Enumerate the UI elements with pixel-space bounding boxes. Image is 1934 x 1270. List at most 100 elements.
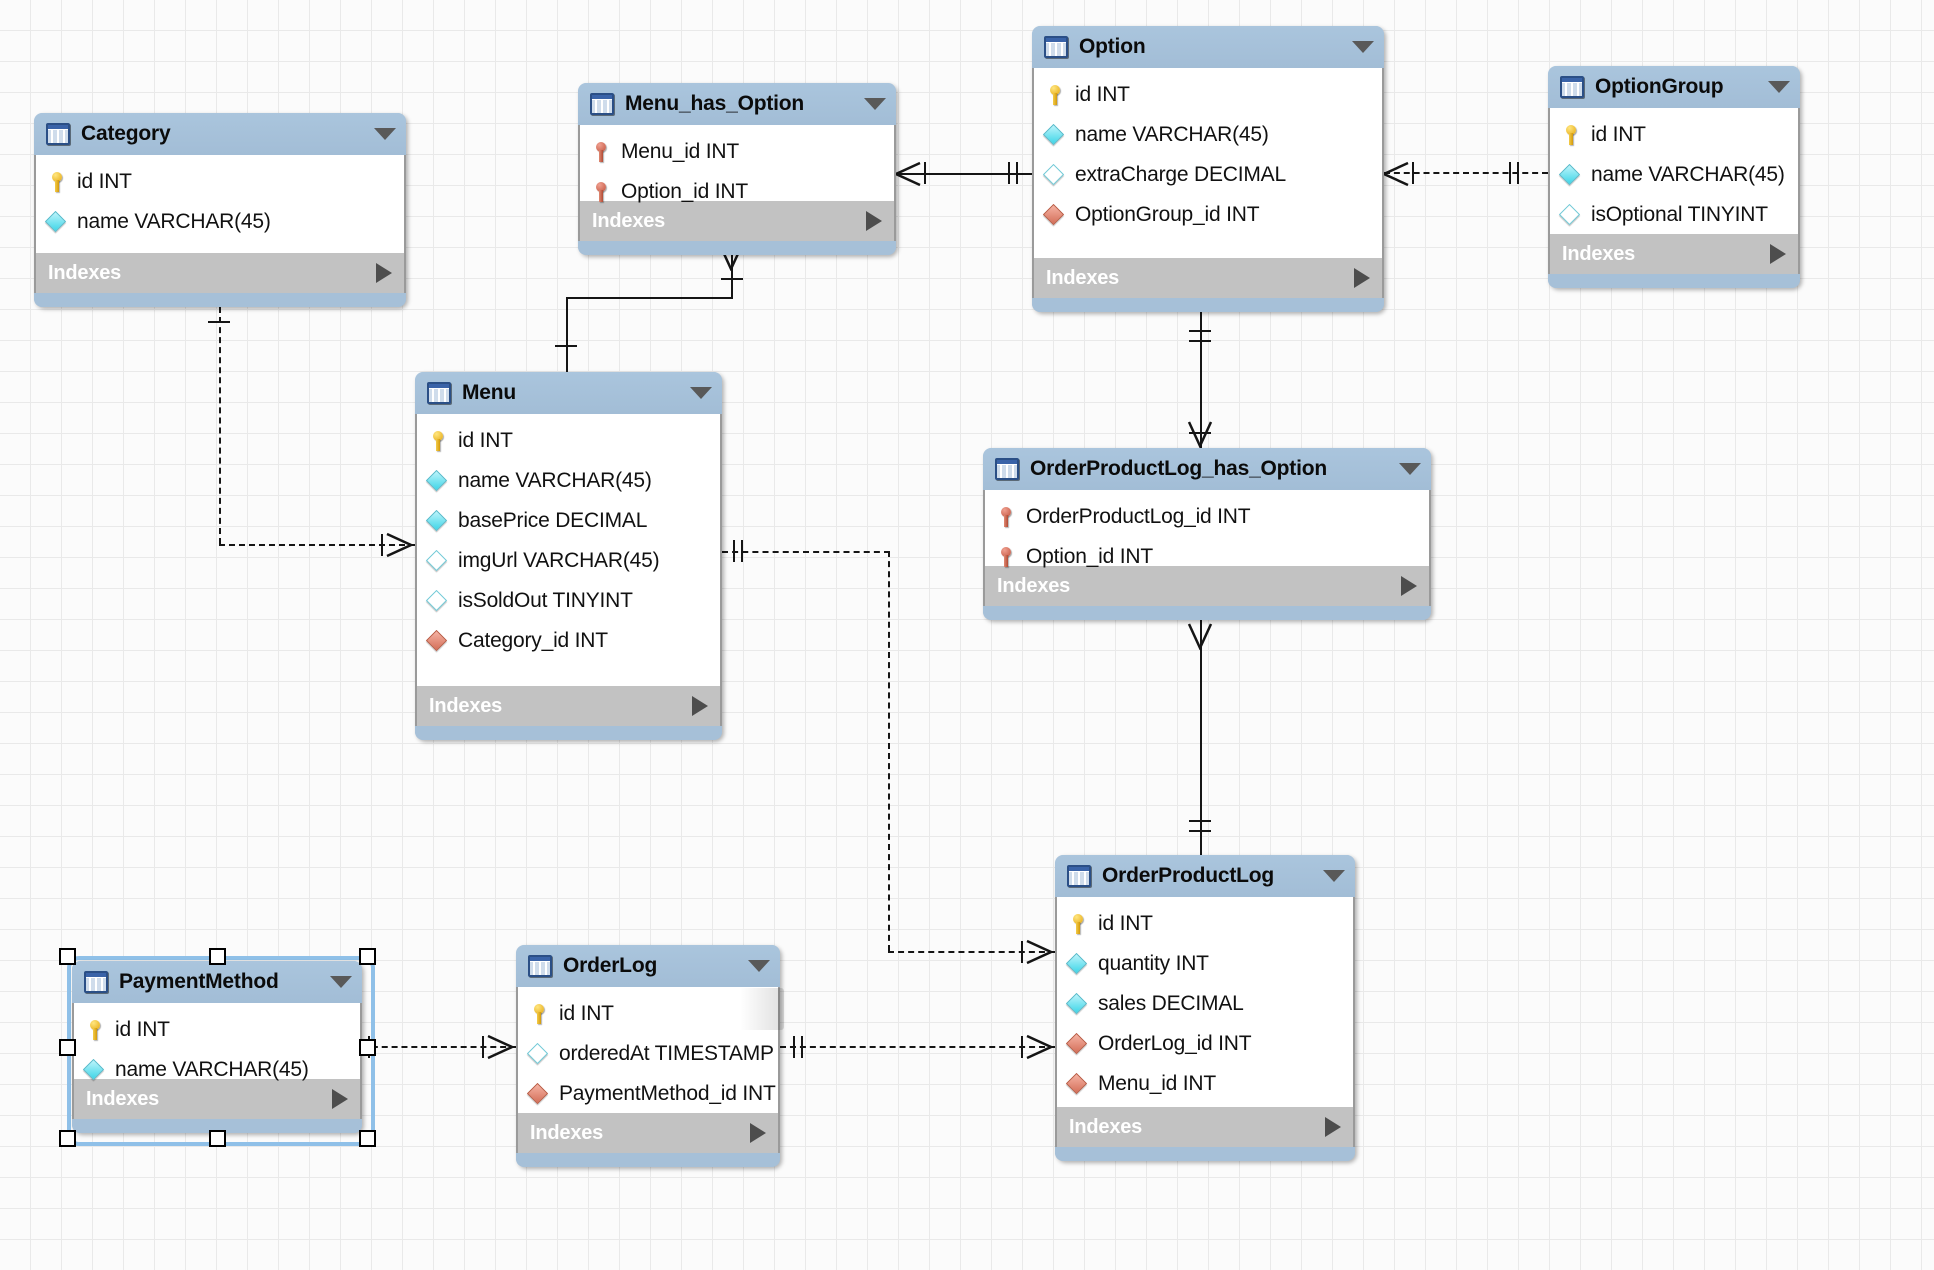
expand-triangle-icon[interactable] [332,1089,348,1109]
table-column-row[interactable]: name VARCHAR(45) [36,202,404,242]
relationship-line[interactable] [566,297,568,374]
table-column-row[interactable]: id INT [1550,115,1798,155]
indexes-section[interactable]: Indexes [72,1079,362,1119]
table-column-row[interactable]: OrderProductLog_id INT [985,497,1429,537]
indexes-section[interactable]: Indexes [34,253,406,293]
indexes-section[interactable]: Indexes [415,686,722,726]
table-column-row[interactable]: imgUrl VARCHAR(45) [417,541,720,581]
chevron-down-icon[interactable] [1323,870,1345,882]
indexes-section[interactable]: Indexes [516,1113,780,1153]
expand-triangle-icon[interactable] [376,263,392,283]
relationship-line[interactable] [1384,172,1548,174]
chevron-down-icon[interactable] [690,387,712,399]
expand-triangle-icon[interactable] [1354,268,1370,288]
resize-handle-n[interactable] [209,948,226,965]
expand-triangle-icon[interactable] [1401,576,1417,596]
chevron-down-icon[interactable] [1352,41,1374,53]
relationship-line[interactable] [731,255,733,299]
relationship-line[interactable] [1200,620,1202,855]
relationship-line[interactable] [362,1046,516,1048]
relationship-line[interactable] [896,173,1032,175]
indexes-section[interactable]: Indexes [1032,258,1384,298]
table-column-row[interactable]: id INT [1034,75,1382,115]
table-header[interactable]: OrderProductLog_has_Option [983,448,1431,490]
table-header[interactable]: Menu_has_Option [578,83,896,125]
table-column-row[interactable]: basePrice DECIMAL [417,501,720,541]
table-column-row[interactable]: Category_id INT [417,621,720,661]
diamond-glyph [526,1082,549,1105]
expand-triangle-icon[interactable] [692,696,708,716]
resize-handle-s[interactable] [209,1130,226,1147]
table-column-row[interactable]: OrderLog_id INT [1057,1024,1353,1064]
resize-handle-ne[interactable] [359,948,376,965]
table-column-row[interactable]: orderedAt TIMESTAMP [518,1034,778,1074]
one-cardinality-tick [1189,340,1211,342]
resize-handle-w[interactable] [59,1039,76,1056]
relationship-line[interactable] [219,307,221,544]
chevron-down-icon[interactable] [374,128,396,140]
table-header[interactable]: Option [1032,26,1384,68]
table-column-row[interactable]: id INT [36,162,404,202]
table-column-row[interactable]: id INT [417,421,720,461]
chevron-down-icon[interactable] [1399,463,1421,475]
expand-triangle-icon[interactable] [1325,1117,1341,1137]
table-column-row[interactable]: isSoldOut TINYINT [417,581,720,621]
table-column-row[interactable]: name VARCHAR(45) [1550,155,1798,195]
indexes-section[interactable]: Indexes [1055,1107,1355,1147]
chevron-down-icon[interactable] [330,976,352,988]
table-column-row[interactable]: extraCharge DECIMAL [1034,155,1382,195]
table-column-row[interactable]: Option_id INT [580,172,894,212]
table-column-row[interactable]: sales DECIMAL [1057,984,1353,1024]
resize-handle-nw[interactable] [59,948,76,965]
one-cardinality-tick [721,278,743,280]
resize-handle-se[interactable] [359,1130,376,1147]
chevron-down-icon[interactable] [864,98,886,110]
table-column-row[interactable]: name VARCHAR(45) [74,1050,360,1090]
table-column-row[interactable]: PaymentMethod_id INT [518,1074,778,1114]
relationship-line[interactable] [780,1046,1055,1048]
table-header[interactable]: OrderLog [516,945,780,987]
relationship-line[interactable] [566,297,733,299]
table-column-row[interactable]: quantity INT [1057,944,1353,984]
relationship-line[interactable] [219,544,415,546]
expand-triangle-icon[interactable] [866,211,882,231]
table-header[interactable]: OptionGroup [1548,66,1800,108]
table-column-row[interactable]: Menu_id INT [1057,1064,1353,1104]
indexes-section[interactable]: Indexes [983,566,1431,606]
table-header[interactable]: Category [34,113,406,155]
table-header[interactable]: OrderProductLog [1055,855,1355,897]
indexes-section[interactable]: Indexes [578,201,896,241]
table-header[interactable]: PaymentMethod [72,961,362,1003]
table-column-row[interactable]: OptionGroup_id INT [1034,195,1382,235]
table-column-row[interactable]: Menu_id INT [580,132,894,172]
table-column-row[interactable]: id INT [74,1010,360,1050]
table-column-row[interactable]: name VARCHAR(45) [417,461,720,501]
chevron-down-icon[interactable] [1768,81,1790,93]
relationship-line[interactable] [888,951,1055,953]
expand-triangle-icon[interactable] [750,1123,766,1143]
table-column-row[interactable]: id INT [1057,904,1353,944]
expand-triangle-icon[interactable] [1770,244,1786,264]
table-column-row[interactable]: isOptional TINYINT [1550,195,1798,235]
resize-handle-e[interactable] [359,1039,376,1056]
indexes-section[interactable]: Indexes [1548,234,1800,274]
table-column-row[interactable]: Option_id INT [985,537,1429,577]
table-column-row[interactable]: name VARCHAR(45) [1034,115,1382,155]
chevron-down-icon[interactable] [748,960,770,972]
table-column-row[interactable]: id INT [518,994,778,1034]
relationship-line[interactable] [888,551,890,951]
relationship-line[interactable] [722,551,890,553]
table-header[interactable]: Menu [415,372,722,414]
resize-handle-sw[interactable] [59,1130,76,1147]
relationship-line[interactable] [1200,312,1202,448]
